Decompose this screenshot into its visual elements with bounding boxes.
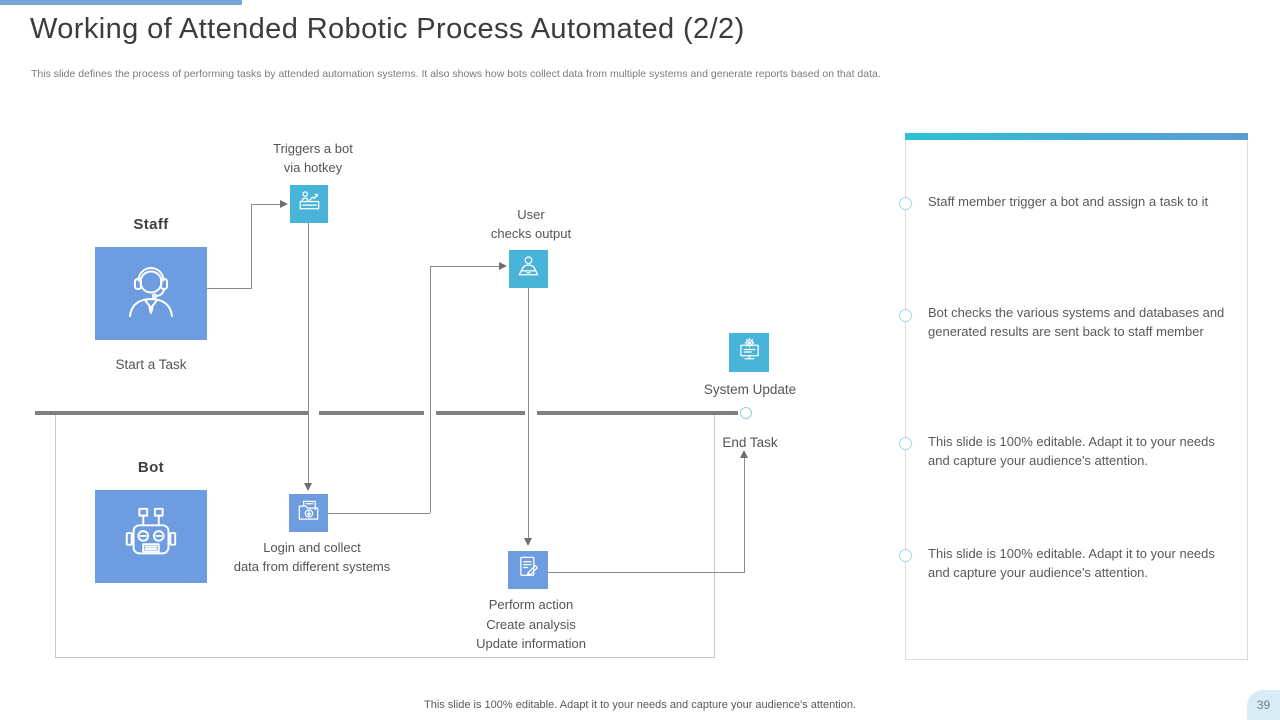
end-task-label: End Task <box>722 435 778 450</box>
trigger-node <box>290 185 328 223</box>
support-agent-headset-icon <box>115 259 187 328</box>
user-checks-label: User checks output <box>490 207 572 241</box>
lane-divider-segment <box>436 411 525 415</box>
connector-login-to-user <box>430 266 499 267</box>
bot-lane-label: Bot <box>137 459 165 476</box>
connector-user-to-perform <box>528 288 529 539</box>
footer-note: This slide is 100% editable. Adapt it to… <box>424 699 856 711</box>
system-update-label: System Update <box>703 382 797 397</box>
top-accent-bar <box>0 0 242 5</box>
bot-node <box>95 490 207 583</box>
system-update-node <box>729 333 769 372</box>
bot-lane-container <box>55 413 715 658</box>
connector-staff-to-trigger <box>251 204 280 205</box>
staff-node <box>95 247 207 340</box>
bullet-marker-icon <box>899 309 912 322</box>
bullet-marker-icon <box>899 197 912 210</box>
arrowhead-into-user-icon <box>499 262 507 270</box>
bullet-marker-icon <box>899 437 912 450</box>
lane-divider-segment <box>35 411 308 415</box>
bullet-item: Bot checks the various systems and datab… <box>928 305 1225 339</box>
document-edit-icon <box>515 554 542 586</box>
bullet-item: This slide is 100% editable. Adapt it to… <box>928 546 1215 580</box>
bullet-item: Staff member trigger a bot and assign a … <box>928 194 1209 209</box>
folder-download-icon <box>295 497 322 529</box>
staff-lane-label: Staff <box>133 216 169 233</box>
connector-perform-to-end <box>548 572 745 573</box>
person-desk-chart-icon <box>296 188 323 220</box>
slide-subtitle: This slide defines the process of perfor… <box>31 68 881 80</box>
notes-panel-accent-bar <box>905 133 1248 140</box>
monitor-gear-icon <box>736 337 763 369</box>
arrowhead-into-login-icon <box>304 483 312 491</box>
login-collect-label: Login and collect data from different sy… <box>233 540 391 574</box>
staff-node-caption: Start a Task <box>115 357 187 372</box>
slide-title: Working of Attended Robotic Process Auto… <box>30 13 745 45</box>
arrowhead-into-end-task <box>740 450 748 458</box>
bullet-marker-icon <box>899 549 912 562</box>
bullet-item: This slide is 100% editable. Adapt it to… <box>928 434 1215 468</box>
connector-staff-to-trigger <box>251 204 252 289</box>
end-task-marker <box>740 407 752 419</box>
connector-login-to-user <box>430 266 431 513</box>
connector-trigger-to-login <box>308 223 309 484</box>
connector-login-to-user <box>328 513 430 514</box>
notes-panel <box>905 133 1248 660</box>
user-checks-node <box>509 250 548 288</box>
arrowhead-into-trigger-icon <box>280 200 288 208</box>
perform-action-label: Perform action Create analysis Update in… <box>476 597 586 651</box>
page-number-badge: 39 <box>1247 690 1280 720</box>
person-laptop-icon <box>515 253 542 285</box>
connector-staff-to-trigger <box>207 288 252 289</box>
lane-divider-segment <box>319 411 424 415</box>
robot-icon <box>118 503 184 570</box>
arrowhead-into-perform-icon <box>524 538 532 546</box>
login-collect-node <box>289 494 328 532</box>
trigger-node-label: Triggers a bot via hotkey <box>273 141 353 175</box>
page-number: 39 <box>1256 698 1271 712</box>
connector-perform-to-end <box>744 458 745 572</box>
lane-divider-segment <box>537 411 738 415</box>
perform-action-node <box>508 551 548 589</box>
